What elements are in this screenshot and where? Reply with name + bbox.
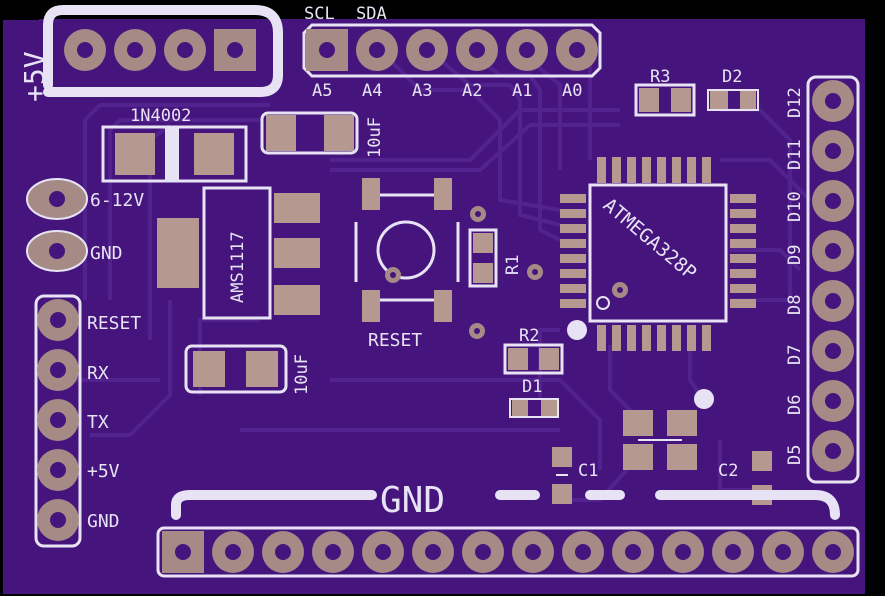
diode-label: 1N4002	[130, 106, 191, 126]
right-pin-d6: D6	[785, 395, 805, 415]
right-pin-d11: D11	[785, 139, 805, 170]
left-header	[34, 294, 82, 548]
cap-bottom-label: 10uF	[292, 354, 312, 395]
right-pin-d5: D5	[785, 445, 805, 465]
right-pin-d7: D7	[785, 345, 805, 365]
c2-label: C2	[718, 461, 738, 481]
pin-label-a2: A2	[462, 81, 482, 101]
d1-label: D1	[522, 377, 542, 397]
r1-label: R1	[503, 255, 523, 275]
regulator-ams1117	[157, 186, 320, 320]
pin-label-a4: A4	[362, 81, 382, 101]
r3-label: R3	[650, 67, 670, 87]
mcu-atmega328p	[560, 157, 756, 351]
right-pin-d9: D9	[785, 245, 805, 265]
r2-label: R2	[519, 326, 539, 346]
reset-button	[354, 178, 460, 322]
fiducial-2	[694, 389, 714, 409]
resistor-r2	[503, 343, 564, 375]
capacitor-c1	[552, 447, 572, 504]
d2-label: D2	[722, 67, 742, 87]
power-header-top	[43, 5, 283, 97]
capacitor-top	[260, 111, 359, 155]
led-d2	[707, 89, 759, 111]
right-pin-d12: D12	[785, 87, 805, 118]
gnd-label: GND	[380, 480, 445, 521]
capacitor-bottom	[184, 344, 288, 394]
analog-header	[302, 23, 602, 78]
pin-label-a1: A1	[512, 81, 532, 101]
scl-label: SCL	[304, 4, 335, 24]
gnd-rail-silk	[171, 490, 840, 520]
right-pin-d8: D8	[785, 295, 805, 315]
power-label: +5V	[18, 51, 51, 102]
diode-1n4002	[101, 125, 248, 183]
regulator-label: AMS1117	[228, 231, 248, 303]
button-label: RESET	[368, 330, 422, 351]
resistor-r3	[634, 83, 696, 117]
copper-traces	[60, 58, 812, 502]
right-pin-d10: D10	[785, 191, 805, 222]
left-pin-reset: RESET	[87, 313, 141, 334]
sda-label: SDA	[356, 4, 387, 24]
input-voltage-label: 6-12V	[90, 190, 144, 211]
pin-label-a0: A0	[562, 81, 582, 101]
left-pin-rx: RX	[87, 363, 109, 384]
vias	[469, 206, 628, 339]
right-header	[806, 75, 860, 484]
input-gnd-label: GND	[90, 243, 123, 264]
bottom-header	[156, 526, 860, 578]
c1-label: C1	[578, 461, 598, 481]
led-d1	[509, 398, 559, 418]
pin-label-a3: A3	[412, 81, 432, 101]
left-pin-5v: +5V	[87, 461, 120, 482]
resistor-r1	[468, 228, 498, 288]
input-pads	[26, 178, 88, 272]
cap-top-label: 10uF	[365, 117, 385, 158]
left-pin-tx: TX	[87, 412, 109, 433]
left-pin-gnd: GND	[87, 511, 120, 532]
crystal	[623, 410, 697, 470]
fiducial-1	[567, 320, 587, 340]
pin-label-a5: A5	[312, 81, 332, 101]
